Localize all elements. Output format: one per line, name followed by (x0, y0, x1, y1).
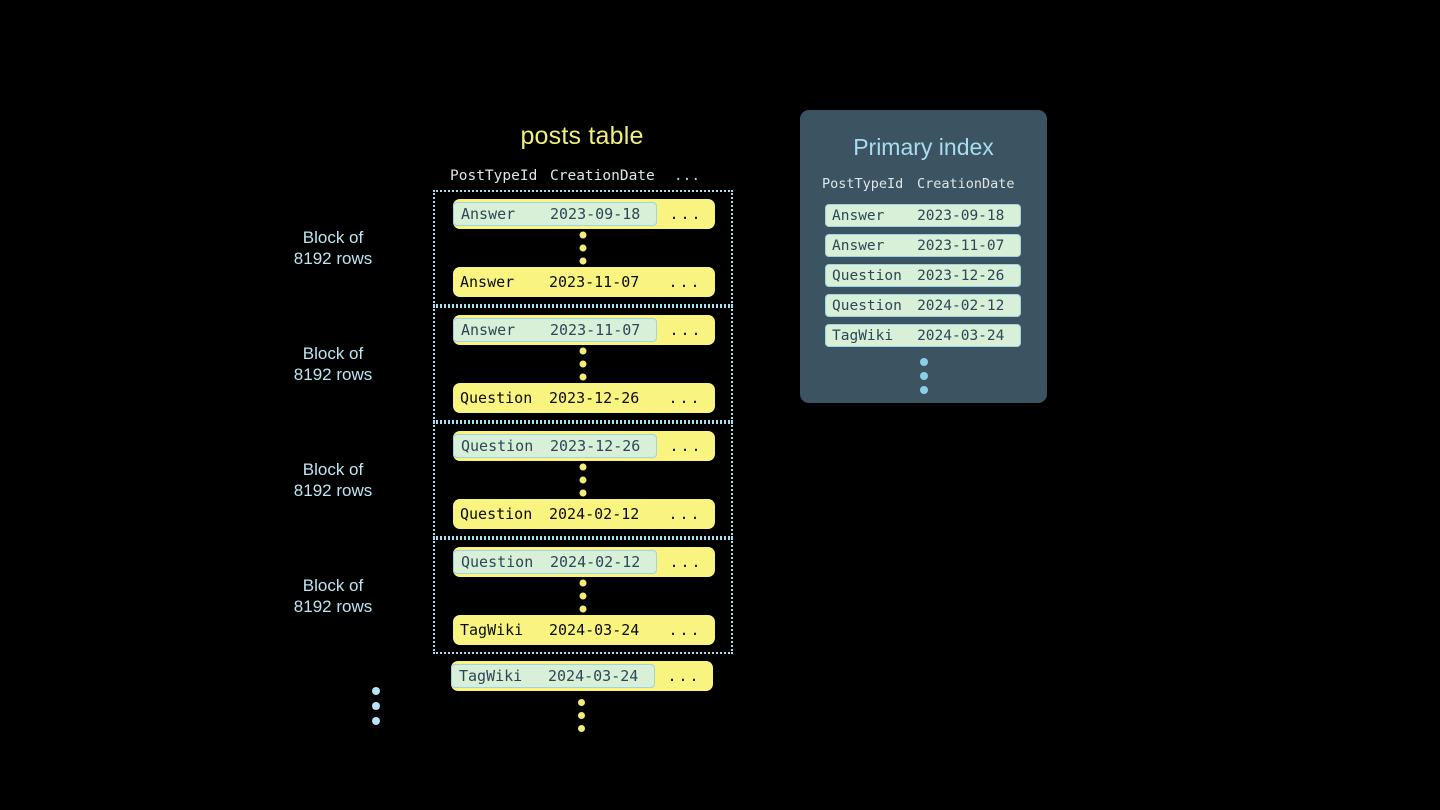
block-of-rows: Block of 8192 rows Answer 2023-11-07 ...… (294, 306, 733, 422)
table-row: TagWiki 2024-03-24 ... (451, 661, 713, 691)
posts-table-title: posts table (520, 122, 644, 150)
index-row: Question 2023-12-26 (825, 264, 1021, 287)
column-header-creationdate: CreationDate (550, 168, 655, 184)
index-row: TagWiki 2024-03-24 (825, 324, 1021, 347)
cell-ellipsis: ... (669, 553, 703, 571)
cell-ellipsis: ... (668, 389, 702, 407)
cell-creationdate: 2023-11-07 (917, 237, 1005, 254)
cell-posttypeid: Question (461, 437, 534, 455)
block-of-rows: Block of 8192 rows Question 2024-02-12 .… (294, 538, 733, 654)
column-header-ellipsis: ... (673, 168, 701, 184)
cell-ellipsis: ... (667, 667, 701, 685)
cell-creationdate: 2024-02-12 (550, 553, 641, 571)
cell-creationdate: 2023-12-26 (549, 389, 640, 407)
cell-creationdate: 2024-03-24 (548, 667, 639, 685)
cell-posttypeid: Question (460, 505, 533, 523)
row-cells: Question 2023-12-26 (453, 386, 655, 410)
block-label: Block of 8192 rows (293, 576, 373, 616)
row-highlight-box: Question 2023-12-26 (453, 434, 657, 458)
table-row: Answer 2023-11-07 ... (453, 315, 715, 345)
posts-table-column-headers: PostTypeId CreationDate ... (450, 165, 714, 187)
index-row: Answer 2023-09-18 (825, 204, 1021, 227)
cell-ellipsis: ... (669, 205, 703, 223)
cell-ellipsis: ... (668, 505, 702, 523)
block-label: Block of 8192 rows (293, 228, 373, 268)
cell-posttypeid: Question (461, 553, 534, 571)
cell-creationdate: 2023-11-07 (550, 321, 641, 339)
cell-posttypeid: Answer (461, 321, 516, 339)
index-continuation-ellipsis-icon (919, 358, 928, 394)
row-highlight-box: TagWiki 2024-03-24 (451, 664, 655, 688)
vertical-ellipsis-icon (579, 463, 587, 497)
cell-creationdate: 2024-02-12 (917, 297, 1005, 314)
vertical-ellipsis-icon (579, 579, 587, 613)
cell-creationdate: 2024-03-24 (549, 621, 640, 639)
cell-creationdate: 2023-11-07 (549, 273, 640, 291)
table-row: Question 2024-02-12 ... (453, 499, 715, 529)
table-row: TagWiki 2024-03-24 ... (453, 615, 715, 645)
table-row: Question 2024-02-12 ... (453, 547, 715, 577)
row-cells: TagWiki 2024-03-24 (453, 618, 655, 642)
block-label: Block of 8192 rows (293, 460, 373, 500)
primary-index-title: Primary index (853, 134, 994, 160)
cell-ellipsis: ... (668, 621, 702, 639)
cell-creationdate: 2023-12-26 (550, 437, 641, 455)
cell-posttypeid: TagWiki (832, 327, 894, 344)
cell-ellipsis: ... (669, 321, 703, 339)
cell-posttypeid: Question (460, 389, 533, 407)
index-row: Question 2024-02-12 (825, 294, 1021, 317)
table-row: Question 2023-12-26 ... (453, 383, 715, 413)
cell-creationdate: 2024-02-12 (549, 505, 640, 523)
cell-posttypeid: Question (832, 267, 902, 284)
cell-ellipsis: ... (668, 273, 702, 291)
cell-creationdate: 2024-03-24 (917, 327, 1005, 344)
row-highlight-box: Question 2024-02-12 (453, 550, 657, 574)
cell-posttypeid: Answer (461, 205, 516, 223)
cell-creationdate: 2023-12-26 (917, 267, 1005, 284)
vertical-ellipsis-icon (578, 699, 585, 732)
table-row: Answer 2023-11-07 ... (453, 267, 715, 297)
row-highlight-box: Answer 2023-09-18 (453, 202, 657, 226)
cell-posttypeid: Answer (460, 273, 515, 291)
cell-creationdate: 2023-09-18 (550, 205, 641, 223)
primary-index-rows: Answer 2023-09-18 Answer 2023-11-07 Ques… (825, 204, 1021, 347)
table-row: Question 2023-12-26 ... (453, 431, 715, 461)
primary-index-column-headers: PostTypeId CreationDate (822, 176, 1025, 192)
block-label: Block of 8192 rows (293, 344, 373, 384)
row-highlight-box: Answer 2023-11-07 (453, 318, 657, 342)
vertical-ellipsis-icon (579, 347, 587, 381)
column-header-posttypeid: PostTypeId (822, 176, 904, 192)
primary-index-panel: Primary index PostTypeId CreationDate An… (800, 110, 1047, 403)
posts-table-blocks: Block of 8192 rows Answer 2023-09-18 ...… (294, 190, 733, 654)
column-header-posttypeid: PostTypeId (450, 168, 538, 184)
block-of-rows: Block of 8192 rows Answer 2023-09-18 ...… (294, 190, 733, 306)
row-cells: Question 2024-02-12 (453, 502, 655, 526)
cell-posttypeid: TagWiki (460, 621, 524, 639)
cell-creationdate: 2023-09-18 (917, 207, 1005, 224)
table-row: Answer 2023-09-18 ... (453, 199, 715, 229)
block-of-rows: Block of 8192 rows Question 2023-12-26 .… (294, 422, 733, 538)
cell-ellipsis: ... (669, 437, 703, 455)
cell-posttypeid: Answer (832, 207, 885, 224)
cell-posttypeid: TagWiki (459, 667, 523, 685)
cell-posttypeid: Question (832, 297, 902, 314)
row-cells: Answer 2023-11-07 (453, 270, 655, 294)
column-header-creationdate: CreationDate (917, 176, 1015, 192)
index-row: Answer 2023-11-07 (825, 234, 1021, 257)
vertical-ellipsis-icon (579, 231, 587, 265)
blocks-continuation-ellipsis-icon (372, 687, 380, 725)
cell-posttypeid: Answer (832, 237, 885, 254)
